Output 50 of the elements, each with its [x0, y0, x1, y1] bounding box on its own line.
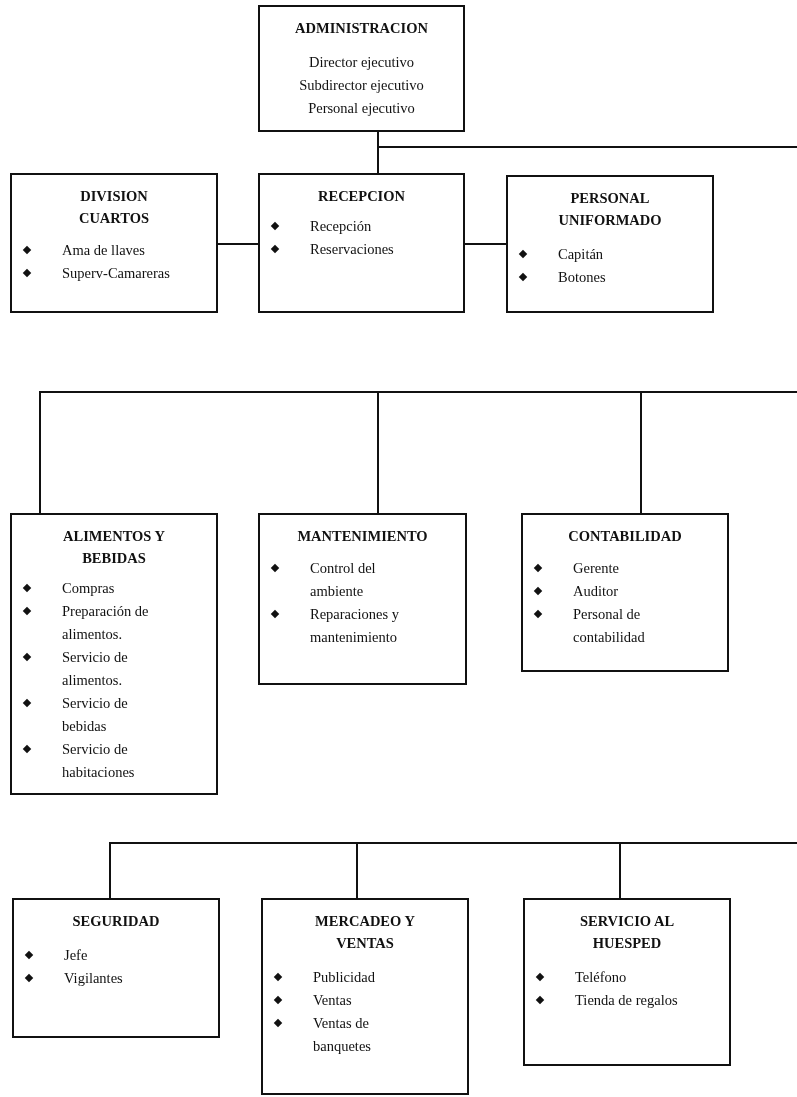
list-item: Botones — [558, 268, 606, 287]
list-item: Jefe — [64, 946, 88, 965]
list-item: Ventas — [313, 991, 352, 1010]
department-title: DIVISION CUARTOS — [77, 187, 151, 228]
staff-title: Personal ejecutivo — [308, 99, 415, 118]
list-item: Superv-Camareras — [62, 264, 170, 283]
list-item: Recepción — [310, 217, 372, 236]
list-item: Servicio de bebidas — [62, 694, 129, 736]
department-title: SEGURIDAD — [72, 912, 160, 931]
list-item: Reparaciones y mantenimiento — [310, 605, 400, 647]
department-title: RECEPCION — [318, 187, 405, 206]
department-title: PERSONAL UNIFORMADO — [557, 189, 663, 230]
connector-line — [464, 243, 507, 245]
connector-line — [640, 391, 797, 514]
list-item: Capitán — [558, 245, 604, 264]
department-title: ALIMENTOS Y BEBIDAS — [62, 527, 166, 568]
department-title: MERCADEO Y VENTAS — [314, 912, 416, 953]
list-item: Compras — [62, 579, 115, 598]
department-box — [12, 898, 220, 1038]
department-title: SERVICIO AL HUESPED — [578, 912, 676, 953]
department-title: ADMINISTRACION — [295, 19, 428, 38]
list-item: Publicidad — [313, 968, 376, 987]
department-box — [523, 898, 731, 1066]
list-item: Reservaciones — [310, 240, 394, 259]
list-item: Ventas de banquetes — [313, 1014, 372, 1056]
list-item: Servicio de habitaciones — [62, 740, 136, 782]
department-box — [261, 898, 469, 1095]
department-box — [10, 173, 218, 313]
list-item: Servicio de alimentos. — [62, 648, 129, 690]
list-item: Control del ambiente — [310, 559, 377, 601]
department-box — [10, 513, 218, 795]
list-item: Teléfono — [575, 968, 627, 987]
department-box — [258, 5, 465, 132]
list-item: Personal de contabilidad — [573, 605, 646, 647]
list-item: Tienda de regalos — [575, 991, 678, 1010]
list-item: Ama de llaves — [62, 241, 145, 260]
department-box — [258, 173, 465, 313]
list-item: Auditor — [573, 582, 619, 601]
list-item: Vigilantes — [64, 969, 123, 988]
department-title: MANTENIMIENTO — [297, 527, 428, 546]
department-box — [258, 513, 467, 685]
staff-title: Director ejecutivo — [308, 53, 415, 72]
list-item: Preparación de alimentos. — [62, 602, 150, 644]
department-title: CONTABILIDAD — [568, 527, 682, 546]
department-box — [506, 175, 714, 313]
connector-line — [619, 842, 797, 899]
staff-title: Subdirector ejecutivo — [299, 76, 424, 95]
connector-line — [217, 243, 259, 245]
list-item: Gerente — [573, 559, 619, 578]
department-box — [521, 513, 729, 672]
